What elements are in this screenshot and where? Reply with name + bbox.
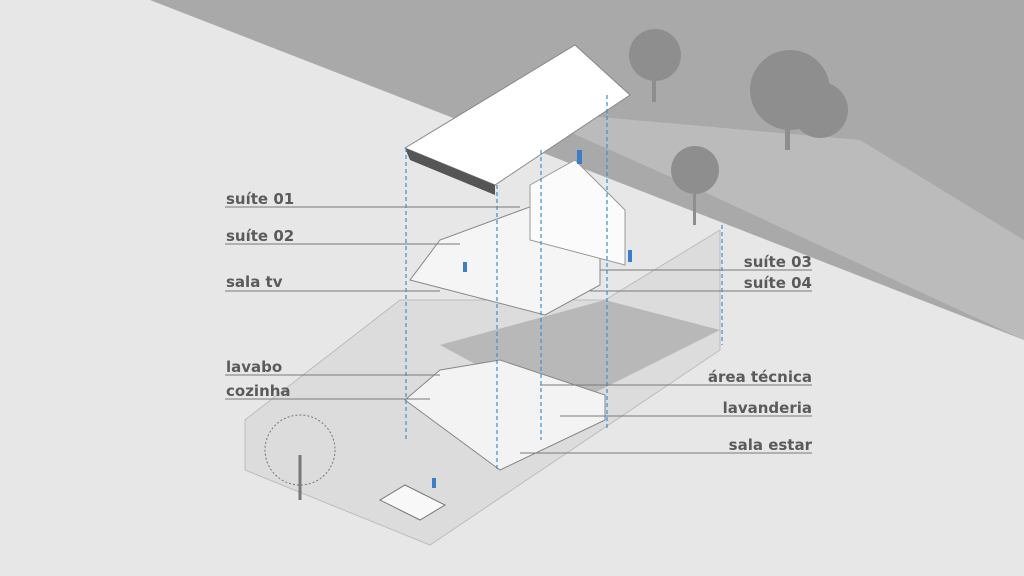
- ground-floor: [404, 359, 606, 471]
- label-suite-03: suíte 03: [743, 253, 812, 271]
- label-lavanderia: lavanderia: [722, 399, 812, 417]
- label-suite-02: suíte 02: [226, 227, 295, 245]
- tree-icon: [264, 414, 336, 500]
- leader-lines: [225, 206, 812, 454]
- label-suite-01: suíte 01: [226, 190, 295, 208]
- pool: [378, 484, 447, 521]
- label-area-tecnica: área técnica: [707, 368, 812, 386]
- section-guide-lines: [405, 95, 723, 470]
- label-cozinha: cozinha: [226, 382, 291, 400]
- person-icon: [432, 150, 632, 488]
- tree-icon: [629, 29, 848, 225]
- label-sala-tv: sala tv: [226, 273, 283, 291]
- label-lavabo: lavabo: [226, 358, 283, 376]
- label-sala-estar: sala estar: [728, 436, 812, 454]
- sidewalk: [520, 110, 1024, 340]
- roof-side: [405, 148, 495, 195]
- gable-wall: [529, 159, 626, 266]
- label-suite-04: suíte 04: [743, 274, 812, 292]
